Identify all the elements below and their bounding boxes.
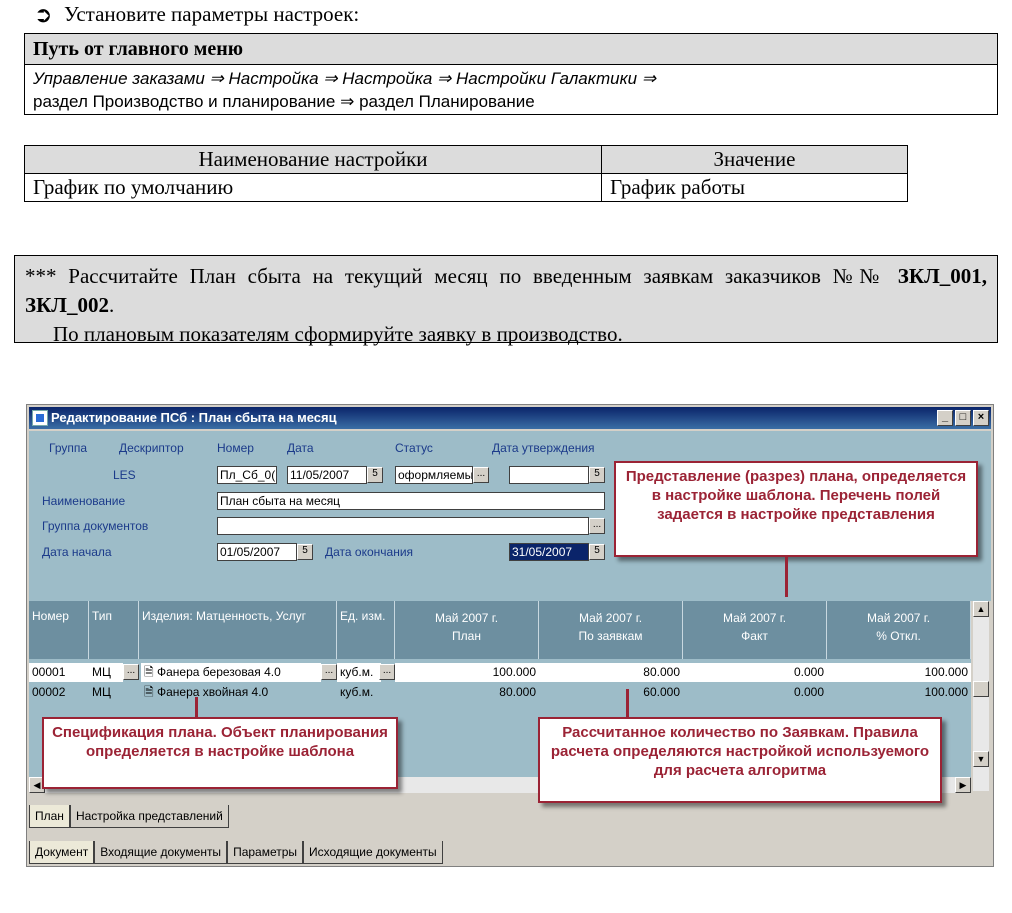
callout-spec-arrow bbox=[195, 697, 198, 717]
date-label: Дата bbox=[287, 441, 314, 455]
callout-calc: Рассчитанное количество по Заявкам. Прав… bbox=[538, 717, 942, 803]
menu-path-box: Путь от главного меню Управление заказам… bbox=[24, 33, 998, 115]
end-date-label: Дата окончания bbox=[325, 545, 414, 559]
tab-view-settings[interactable]: Настройка представлений bbox=[69, 805, 229, 828]
col-plan-header[interactable]: Май 2007 г.План bbox=[395, 601, 539, 659]
callout-calc-arrow bbox=[626, 689, 629, 717]
settings-table: Наименование настройки Значение График п… bbox=[24, 145, 908, 202]
tab-incoming-documents[interactable]: Входящие документы bbox=[94, 841, 228, 864]
doc-group-field[interactable] bbox=[217, 517, 589, 535]
maximize-button[interactable]: □ bbox=[955, 410, 971, 426]
callout-view: Представление (разрез) плана, определяет… bbox=[614, 461, 978, 557]
document-icon: 🗎 bbox=[144, 665, 154, 679]
menu-path-line1: Управление заказами ⇒ Настройка ⇒ Настро… bbox=[33, 69, 657, 88]
settings-header-name: Наименование настройки bbox=[24, 145, 602, 174]
scroll-thumb[interactable] bbox=[973, 681, 989, 697]
scroll-up-icon[interactable]: ▲ bbox=[973, 601, 989, 617]
tab-document[interactable]: Документ bbox=[29, 841, 95, 864]
type-dots-button[interactable]: ... bbox=[123, 664, 139, 680]
end-date-field[interactable]: 31/05/2007 bbox=[509, 543, 589, 561]
settings-cell-name: График по умолчанию bbox=[24, 173, 602, 202]
item-dots-button[interactable]: ... bbox=[321, 664, 337, 680]
window-title: Редактирование ПСб : План сбыта на месяц bbox=[51, 410, 337, 425]
scroll-left-icon[interactable]: ◀ bbox=[29, 777, 45, 793]
view-tabs: План Настройка представлений bbox=[29, 805, 229, 828]
status-field[interactable]: оформляемый bbox=[395, 466, 473, 484]
window-titlebar[interactable]: Редактирование ПСб : План сбыта на месяц… bbox=[29, 407, 991, 429]
document-icon: 🗎 bbox=[144, 685, 154, 699]
unit-dots-button[interactable]: ... bbox=[379, 664, 395, 680]
number-field[interactable]: Пл_Сб_0( bbox=[217, 466, 277, 484]
start-date-field[interactable]: 01/05/2007 bbox=[217, 543, 297, 561]
intro-line: ➲ Установите параметры настроек: bbox=[34, 2, 360, 27]
calendar-icon[interactable]: 5 bbox=[367, 467, 383, 483]
minimize-button[interactable]: _ bbox=[937, 410, 953, 426]
descriptor-label: Дескриптор bbox=[119, 441, 184, 455]
task-box: *** Рассчитайте План сбыта на текущий ме… bbox=[14, 255, 998, 346]
tab-parameters[interactable]: Параметры bbox=[227, 841, 304, 864]
col-number-header[interactable]: Номер bbox=[29, 601, 89, 659]
menu-path-title: Путь от главного меню bbox=[25, 34, 997, 65]
col-item-header[interactable]: Изделия: Матценность, Услуг bbox=[139, 601, 337, 659]
tab-plan[interactable]: План bbox=[29, 805, 70, 828]
col-unit-header[interactable]: Ед. изм. bbox=[337, 601, 395, 659]
approval-date-field[interactable] bbox=[509, 466, 589, 484]
doc-group-label: Группа документов bbox=[42, 519, 149, 533]
col-fact-header[interactable]: Май 2007 г.Факт bbox=[683, 601, 827, 659]
table-row[interactable]: 00002 МЦ 🗎 Фанера хвойная 4.0 куб.м. 80.… bbox=[32, 685, 968, 699]
start-date-label: Дата начала bbox=[42, 545, 112, 559]
tab-outgoing-documents[interactable]: Исходящие документы bbox=[303, 841, 443, 864]
task-line2: По плановым показателям сформируйте заяв… bbox=[53, 322, 623, 346]
callout-spec: Спецификация плана. Объект планирования … bbox=[42, 717, 398, 789]
callout-view-arrow bbox=[785, 557, 788, 597]
close-button[interactable]: × bbox=[973, 410, 989, 426]
doc-group-dots-button[interactable]: ... bbox=[589, 518, 605, 534]
group-label: Группа bbox=[49, 441, 88, 455]
calendar-icon[interactable]: 5 bbox=[589, 467, 605, 483]
date-field[interactable]: 11/05/2007 bbox=[287, 466, 367, 484]
task-line1: *** Рассчитайте План сбыта на текущий ме… bbox=[25, 264, 987, 317]
col-type-header[interactable]: Тип bbox=[89, 601, 139, 659]
calendar-icon[interactable]: 5 bbox=[297, 544, 313, 560]
name-label: Наименование bbox=[42, 494, 126, 508]
col-orders-header[interactable]: Май 2007 г.По заявкам bbox=[539, 601, 683, 659]
settings-cell-value: График работы bbox=[601, 173, 908, 202]
status-dots-button[interactable]: ... bbox=[473, 467, 489, 483]
number-label: Номер bbox=[217, 441, 254, 455]
col-deviation-header[interactable]: Май 2007 г.% Откл. bbox=[827, 601, 971, 659]
name-field[interactable]: План сбыта на месяц bbox=[217, 492, 605, 510]
table-row[interactable]: 00001 МЦ ... 🗎 Фанера березовая 4.0 ... … bbox=[29, 663, 971, 682]
calendar-icon[interactable]: 5 bbox=[589, 544, 605, 560]
menu-path-line2: раздел Производство и планирование ⇒ раз… bbox=[33, 92, 535, 111]
descriptor-value: LES bbox=[113, 468, 136, 482]
approval-date-label: Дата утверждения bbox=[492, 441, 595, 455]
circle-arrow-icon: ➲ bbox=[34, 2, 53, 27]
table-row: График по умолчанию График работы bbox=[24, 173, 908, 202]
document-tabs: Документ Входящие документы Параметры Ис… bbox=[29, 841, 443, 864]
vertical-scrollbar[interactable]: ▲ ▼ bbox=[973, 601, 989, 791]
scroll-right-icon[interactable]: ▶ bbox=[955, 777, 971, 793]
app-icon bbox=[32, 410, 48, 426]
scroll-down-icon[interactable]: ▼ bbox=[973, 751, 989, 767]
intro-text: Установите параметры настроек: bbox=[64, 2, 360, 26]
status-label: Статус bbox=[395, 441, 433, 455]
settings-header-value: Значение bbox=[601, 145, 908, 174]
